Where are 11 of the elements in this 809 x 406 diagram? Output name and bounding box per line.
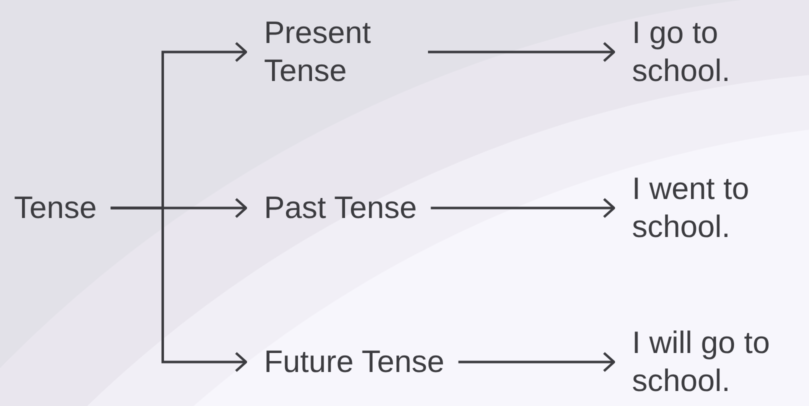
node-label: Future Tense bbox=[264, 343, 497, 381]
node-label: Present Tense bbox=[264, 14, 497, 90]
node-label: Tense bbox=[14, 189, 119, 227]
arrow bbox=[110, 206, 248, 372]
node-label: Past Tense bbox=[264, 189, 497, 227]
arrow bbox=[428, 42, 616, 62]
arrow bbox=[458, 352, 616, 372]
arrow bbox=[430, 198, 616, 218]
node-label: I go to school. bbox=[632, 14, 807, 90]
node-label: I will go to school. bbox=[632, 324, 808, 400]
node-label: I went to school. bbox=[632, 170, 807, 246]
